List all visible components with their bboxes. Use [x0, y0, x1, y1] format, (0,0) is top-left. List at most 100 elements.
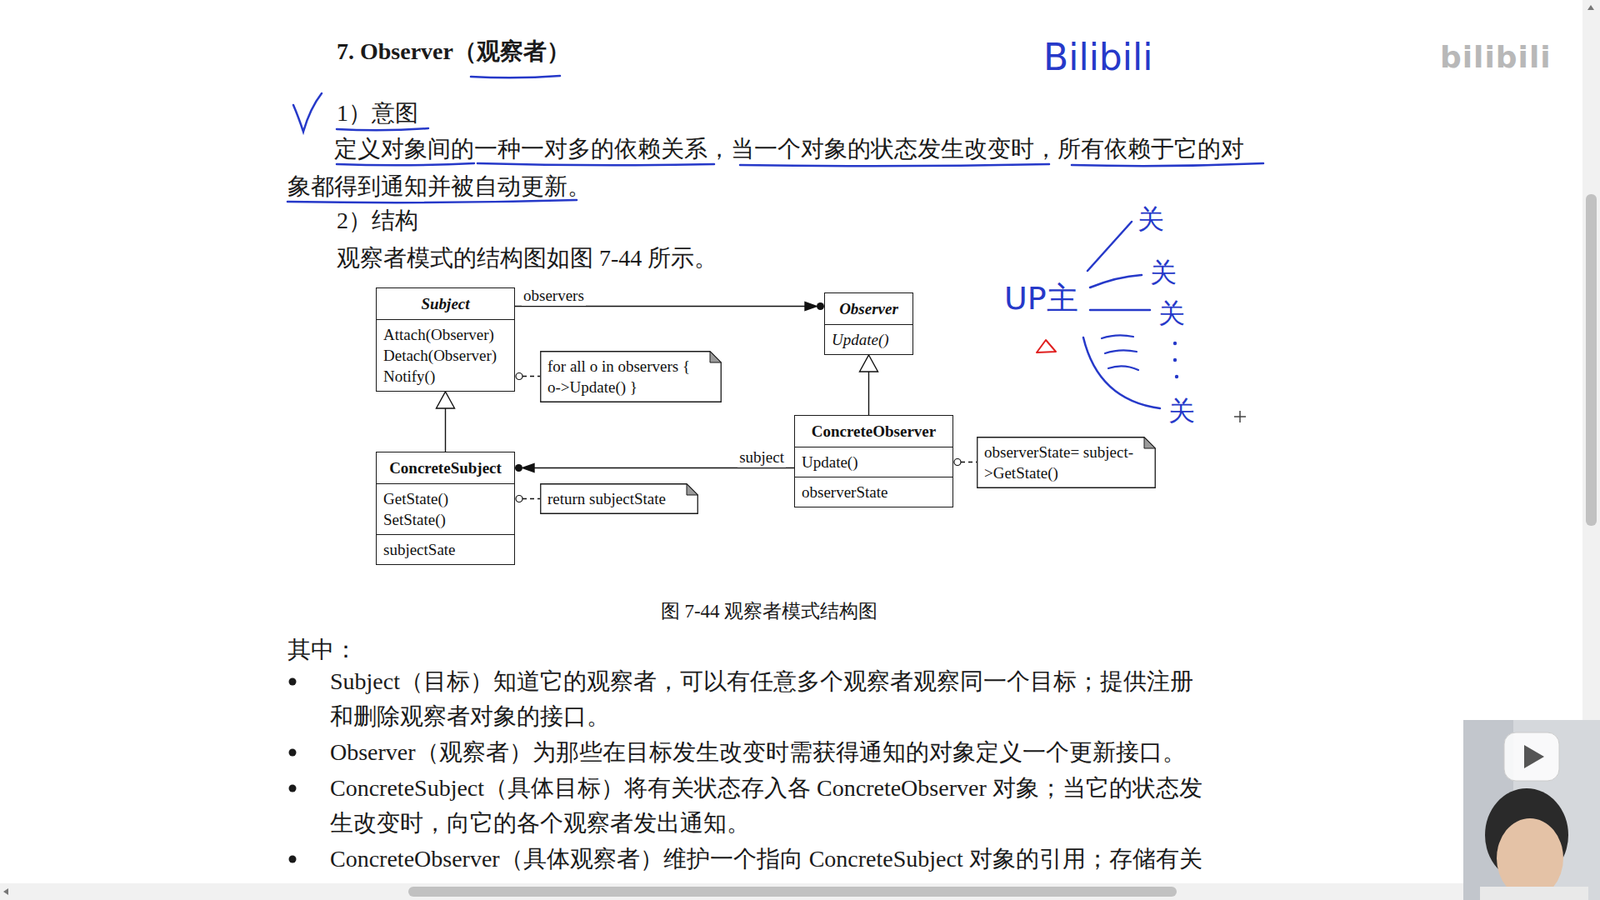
label-holder: observers [521, 285, 586, 306]
class-name: Subject [383, 293, 508, 315]
label-holder: UP主 [1004, 276, 1079, 321]
connector [515, 495, 540, 503]
section-heading: 2）结构 [336, 204, 419, 237]
note-box: for all o in observers { o->Update() } [540, 350, 722, 403]
note-border [977, 436, 1156, 488]
dashed-link [522, 498, 540, 500]
red-triangle [1036, 340, 1056, 353]
class-compartment: Subject [376, 288, 515, 320]
note-fold [686, 484, 698, 495]
label-holder: 关 [1168, 392, 1195, 430]
hand-underline [477, 163, 715, 165]
label-holder: 其中： [287, 632, 358, 668]
connector [515, 373, 540, 380]
note-text: observerState= subject->GetState() [984, 441, 1136, 484]
label-holder: Subject（目标）知道它的观察者，可以有任意多个观察者观察同一个目标；提供注… [330, 664, 1214, 735]
arrow-head [805, 302, 817, 311]
handwritten-note: Bilibili [1043, 31, 1153, 84]
hand-underline [470, 75, 560, 78]
note-anchor [954, 459, 961, 466]
webcam-overlay [1463, 720, 1600, 900]
association-dot [816, 302, 825, 310]
hand-underline [336, 163, 475, 165]
bullet-text: ConcreteObserver（具体观察者）维护一个指向 ConcreteSu… [330, 841, 1214, 877]
note-text: for all o in observers { o->Update() } [547, 355, 702, 398]
scrollbar-track [0, 883, 1464, 900]
bullet-text: ConcreteSubject（具体目标）将有关状态存入各 ConcreteOb… [330, 770, 1214, 841]
class-member: GetState() SetState() [383, 488, 449, 530]
connector-line [534, 467, 795, 469]
arrow-head [522, 464, 535, 473]
hand-stroke [1090, 309, 1150, 312]
label-holder: Observer（观察者）为那些在目标发生改变时需获得通知的对象定义一个更新接口… [330, 735, 1214, 770]
note-anchor [515, 373, 523, 380]
hand-dot [1175, 375, 1179, 379]
association-dot [515, 464, 523, 472]
figure-caption: 图 7-44 观察者模式结构图 [519, 598, 1020, 625]
class-name: ConcreteObserver [801, 420, 946, 442]
hand-underline [287, 200, 577, 203]
class-compartment: ConcreteObserver [795, 415, 953, 447]
bullet-dot [289, 749, 297, 757]
note-fold [710, 350, 721, 362]
connector [860, 355, 879, 415]
hand-underline [740, 164, 1050, 166]
class-member: subjectSate [383, 539, 456, 560]
hand-stroke [1090, 275, 1142, 288]
webcam-background [1463, 720, 1600, 900]
scrollbar-thumb [1585, 194, 1597, 526]
class-member: observerState [801, 481, 888, 503]
check-mark [293, 93, 322, 132]
hand-underline [336, 128, 429, 130]
class-compartment: Update() [795, 446, 953, 477]
edge-label: observers [521, 285, 586, 306]
class-compartment: Attach(Observer) Detach(Observer) Notify… [376, 319, 515, 391]
label-holder: Bilibili [1043, 31, 1153, 84]
class-member: Attach(Observer) Detach(Observer) Notify… [383, 324, 497, 387]
hand-underline [1071, 163, 1264, 166]
connector [436, 391, 455, 452]
handwritten-note: 关 [1158, 295, 1185, 333]
class-member: Update() [801, 451, 859, 473]
label-holder: subject [737, 447, 786, 468]
label-holder: 2）结构 [336, 204, 419, 237]
class-compartment: subjectSate [376, 534, 515, 565]
paragraph: 其中： [287, 632, 358, 668]
handwritten-note: 关 [1168, 392, 1195, 430]
class-compartment: Observer [825, 293, 913, 325]
class-box: SubjectAttach(Observer) Detach(Observer)… [375, 287, 515, 392]
hand-dot [1173, 341, 1177, 345]
label-holder: 观察者模式的结构图如图 7-44 所示。 [336, 241, 718, 275]
page-title: 7. Observer（观察者） [336, 35, 570, 68]
label-holder: bilibili [1440, 36, 1552, 79]
class-name: ConcreteSubject [383, 457, 508, 479]
connector [954, 459, 977, 466]
label-holder: 1）意图 [336, 96, 419, 130]
play-icon [1524, 745, 1545, 769]
bullet-dot [289, 785, 297, 793]
note-text: return subjectState [547, 488, 679, 510]
label-holder: 关 [1137, 200, 1165, 239]
class-box: ConcreteObserverUpdate() observerState [794, 415, 954, 508]
text-holder: 图 7-44 观察者模式结构图 [519, 598, 1020, 625]
cursor-cross [1234, 410, 1246, 423]
edge-label: subject [737, 447, 786, 468]
webcam-shirt [1480, 886, 1589, 900]
hand-stroke [1083, 337, 1160, 409]
class-compartment: Update() [825, 324, 913, 355]
label-holder: ConcreteObserver（具体观察者）维护一个指向 ConcreteSu… [330, 841, 1214, 877]
arrow-head [860, 355, 879, 372]
connector-line [445, 408, 446, 452]
class-compartment: observerState [795, 476, 953, 507]
connector-line [868, 371, 870, 415]
paragraph: 定义对象间的一种一对多的依赖关系，当一个对象的状态发生改变时，所有依赖于它的对象… [287, 130, 1263, 205]
class-name: Observer [831, 298, 906, 320]
note-box: observerState= subject->GetState() [976, 436, 1156, 489]
class-box: ObserverUpdate() [824, 292, 914, 355]
play-button [1504, 732, 1560, 781]
scroll-arrow [1587, 5, 1595, 10]
scrollbar-thumb [408, 886, 1177, 897]
label-holder: 定义对象间的一种一对多的依赖关系，当一个对象的状态发生改变时，所有依赖于它的对象… [287, 130, 1263, 205]
scroll-arrow [3, 888, 9, 895]
watermark: bilibili [1440, 36, 1552, 79]
